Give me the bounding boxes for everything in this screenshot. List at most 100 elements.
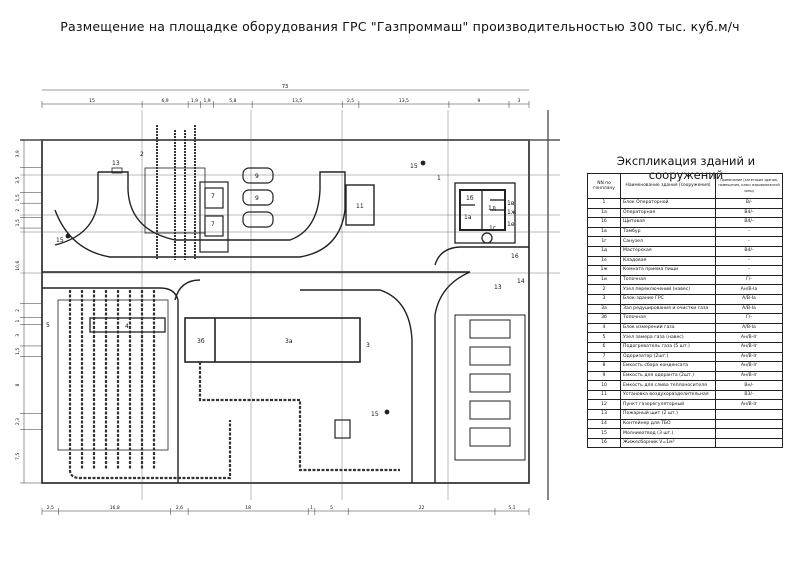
row-name: Емкость сбора конденсата bbox=[620, 361, 716, 372]
label-1g: 1г bbox=[489, 225, 496, 232]
row-num: 1ж bbox=[587, 265, 621, 276]
label-16: 16 bbox=[511, 253, 519, 260]
row-num: 1д bbox=[587, 245, 621, 257]
row-note: - bbox=[715, 226, 783, 238]
label-1a: 1а bbox=[464, 214, 472, 221]
label-13: 13 bbox=[112, 160, 120, 167]
explication-table: NN по генплану Наименование здания (соор… bbox=[587, 173, 783, 449]
dim-label: 5,8 bbox=[229, 98, 236, 104]
dim-label: 2 bbox=[15, 209, 21, 212]
row-name: Операторная bbox=[620, 207, 716, 219]
label-9a: 9 bbox=[255, 173, 259, 180]
row-name: Мастерская bbox=[620, 245, 716, 257]
label-1d: 1д bbox=[488, 205, 496, 212]
label-15c: 15 bbox=[371, 411, 379, 418]
header-note: Примечание (категория здания, помещения,… bbox=[715, 173, 783, 199]
dim-label: 9 bbox=[478, 98, 481, 104]
odorizers-7 bbox=[199, 181, 229, 253]
label-15b: 15 bbox=[56, 237, 64, 244]
label-3b: 3б bbox=[197, 338, 205, 345]
dim-label: 7,5 bbox=[15, 453, 21, 460]
gas-measurement-block-4 bbox=[57, 290, 400, 480]
row-note bbox=[715, 428, 783, 439]
row-name: Контейнер для ТБО bbox=[620, 418, 716, 430]
header-name: Наименование здания (сооружения) bbox=[620, 173, 716, 199]
row-note: - bbox=[715, 265, 783, 276]
row-name: Блок измерений газа bbox=[620, 322, 716, 334]
row-note: В4/- bbox=[715, 245, 783, 257]
row-num: 9 bbox=[587, 370, 621, 382]
label-7b: 7 bbox=[211, 221, 215, 228]
row-num: 1е bbox=[587, 255, 621, 267]
row-note: А/В-Iа bbox=[715, 322, 783, 334]
dim-label: 8 bbox=[15, 383, 21, 386]
row-name: Блок Операторной bbox=[620, 198, 716, 209]
label-3a: 3а bbox=[285, 338, 293, 345]
dim-overall: 73 bbox=[282, 84, 288, 90]
row-num: 2 bbox=[587, 284, 621, 295]
building-1-operator-block bbox=[454, 182, 516, 244]
row-num: 4 bbox=[587, 322, 621, 334]
label-1e: 1е bbox=[507, 221, 515, 228]
dim-label: 1,5 bbox=[15, 348, 21, 355]
row-note: В/- bbox=[715, 198, 783, 209]
dim-label: 18 bbox=[245, 505, 251, 511]
gas-heaters-6 bbox=[454, 314, 526, 461]
row-note bbox=[715, 418, 783, 430]
row-note: Г/- bbox=[715, 274, 783, 286]
lightning-rod-icon bbox=[65, 233, 71, 239]
row-note: А/В-Iа bbox=[715, 293, 783, 305]
row-num: 14 bbox=[587, 418, 621, 430]
row-num: 1и bbox=[587, 274, 621, 286]
dim-label: 5,1 bbox=[508, 505, 515, 511]
row-note: - bbox=[715, 255, 783, 267]
row-name: Установка воздухоразделительная bbox=[620, 389, 716, 401]
row-name: Комната приема пищи bbox=[620, 265, 716, 276]
switching-node-2 bbox=[144, 125, 206, 260]
container-14 bbox=[334, 419, 351, 439]
label-15: 15 bbox=[410, 163, 418, 170]
dim-label: 22 bbox=[419, 505, 425, 511]
row-note: Г/- bbox=[715, 313, 783, 324]
row-num: 12 bbox=[587, 399, 621, 411]
row-name: Пункт газорегуляторный bbox=[620, 399, 716, 411]
dim-label: 1,5 bbox=[15, 219, 21, 226]
row-name: Тамбур bbox=[620, 226, 716, 238]
row-name: Молниеотвод (3 шт.) bbox=[620, 428, 716, 439]
row-name: Емкость для одоранта (2шт.) bbox=[620, 370, 716, 382]
dim-label: 6,9 bbox=[161, 98, 168, 104]
dim-label: 3,9 bbox=[15, 150, 21, 157]
dim-label: 2,3 bbox=[15, 418, 21, 425]
row-note bbox=[715, 437, 783, 449]
dim-label: 13,5 bbox=[292, 98, 302, 104]
row-note: Ан/В-Iг bbox=[715, 351, 783, 363]
row-note: Ан/В-Iг bbox=[715, 370, 783, 382]
dim-label: 13,5 bbox=[399, 98, 409, 104]
row-name: Зал редуцирования и очистки газа bbox=[620, 303, 716, 315]
row-name: Пожарный щит (2 шт.) bbox=[620, 409, 716, 420]
grid-lines bbox=[20, 110, 560, 500]
label-1: 1 bbox=[437, 175, 441, 182]
row-name: Топочная bbox=[620, 313, 716, 324]
dim-label: 1 bbox=[310, 505, 313, 511]
row-note: В4/- bbox=[715, 207, 783, 219]
roads bbox=[42, 171, 529, 483]
